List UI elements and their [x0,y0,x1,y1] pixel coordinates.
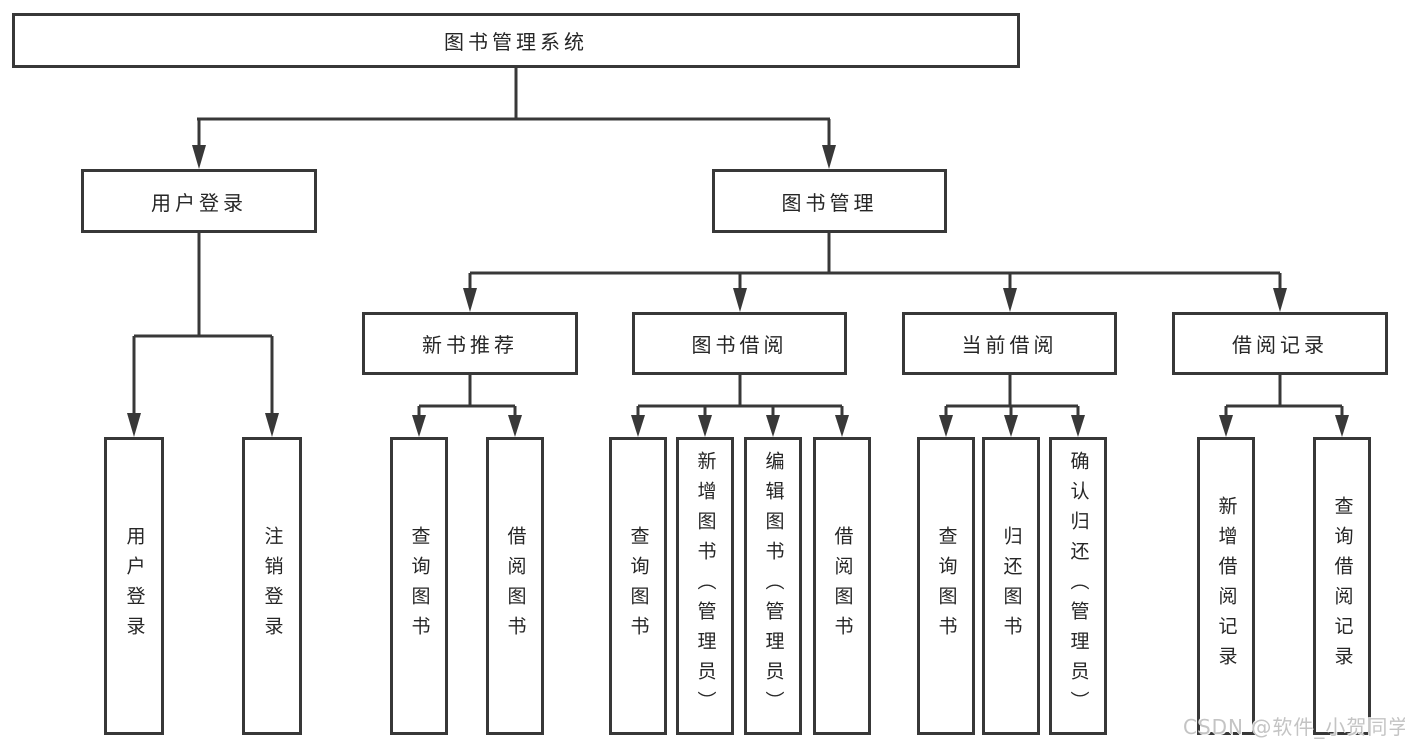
node-label: 查询图书 [935,526,958,646]
node-book-management: 图书管理 [712,169,947,233]
leaf-query-books-2: 查询图书 [609,437,667,735]
leaf-query-books-3: 查询图书 [917,437,975,735]
leaf-add-borrow-record: 新增借阅记录 [1197,437,1255,735]
leaf-logout: 注销登录 [242,437,302,735]
leaf-return-book: 归还图书 [982,437,1040,735]
node-label: 确认归还（管理员） [1067,451,1090,721]
node-label: 借阅图书 [831,526,854,646]
leaf-add-book-admin: 新增图书（管理员） [676,437,734,735]
node-label: 图书管理 [781,190,878,215]
node-label: 查询图书 [408,526,431,646]
leaf-user-login: 用户登录 [104,437,164,735]
node-root-system: 图书管理系统 [12,13,1020,68]
leaf-query-books-1: 查询图书 [390,437,448,735]
node-label: 借阅图书 [504,526,527,646]
node-label: 新增借阅记录 [1215,496,1238,676]
node-label: 用户登录 [151,190,247,215]
node-label: 借阅记录 [1232,333,1328,357]
arrowheads [127,145,1349,437]
leaf-confirm-return-admin: 确认归还（管理员） [1049,437,1107,735]
node-label: 查询借阅记录 [1331,496,1354,676]
leaf-borrow-books-2: 借阅图书 [813,437,871,735]
node-label: 图书管理系统 [444,30,588,54]
watermark: CSDN @软件_小贺同学 [1183,715,1405,739]
node-label: 注销登录 [261,526,284,646]
node-label: 新书推荐 [422,333,518,357]
node-label: 图书借阅 [691,333,788,357]
node-label: 当前借阅 [961,333,1058,357]
node-label: 归还图书 [1000,526,1023,646]
node-label: 用户登录 [123,526,146,646]
leaf-edit-book-admin: 编辑图书（管理员） [744,437,802,735]
node-user-login: 用户登录 [81,169,317,233]
leaf-query-borrow-record: 查询借阅记录 [1313,437,1371,735]
leaf-borrow-books-1: 借阅图书 [486,437,544,735]
node-label: 查询图书 [627,526,650,646]
node-book-borrow: 图书借阅 [632,312,847,375]
node-borrow-records: 借阅记录 [1172,312,1388,375]
node-label: 编辑图书（管理员） [762,451,785,721]
node-label: 新增图书（管理员） [694,451,717,721]
node-new-book-recommend: 新书推荐 [362,312,578,375]
node-current-borrow: 当前借阅 [902,312,1117,375]
